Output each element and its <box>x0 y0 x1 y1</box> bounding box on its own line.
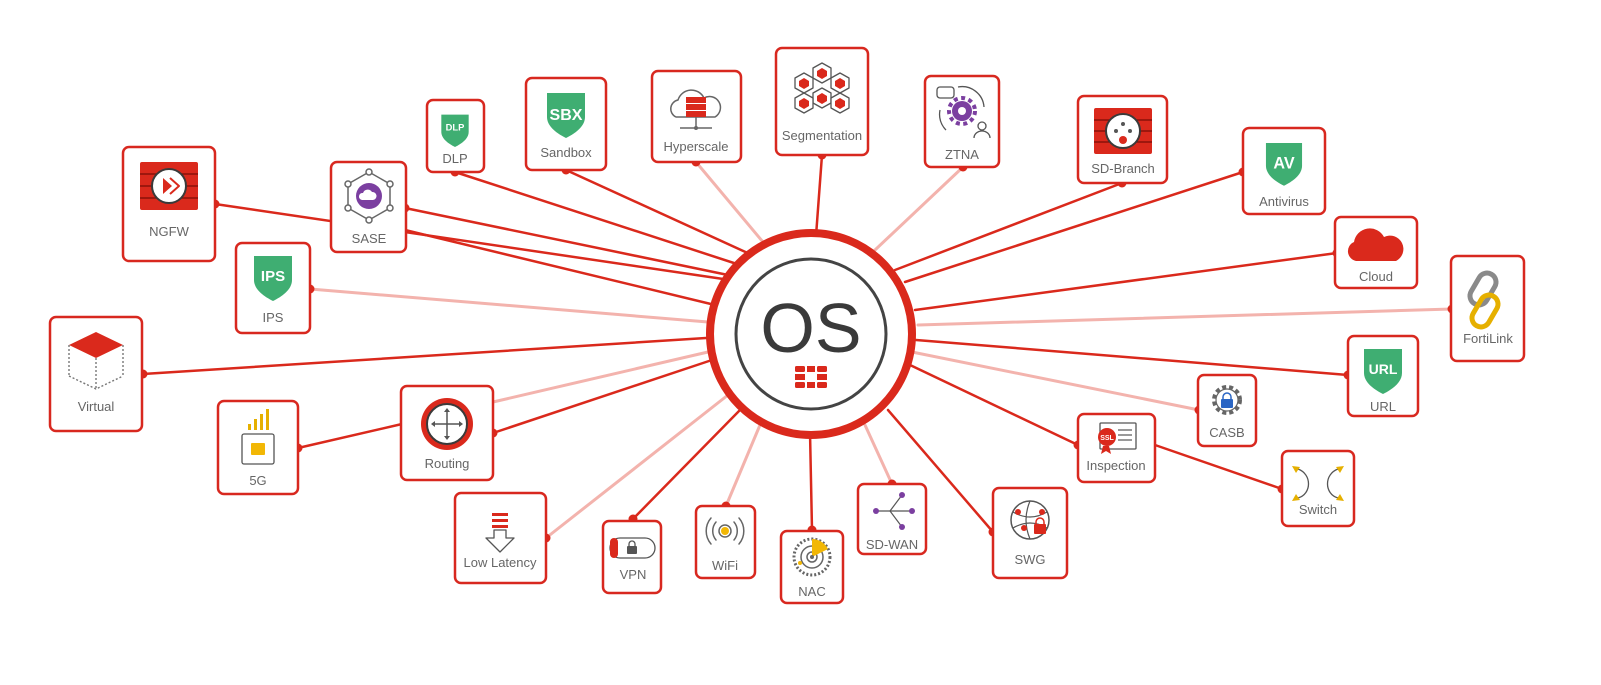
tile-cloud-label: Cloud <box>1359 269 1393 284</box>
url-shield-icon: URL <box>1364 349 1402 394</box>
tile-hyperscale[interactable]: Hyperscale <box>650 69 743 164</box>
tile-ztna-label: ZTNA <box>945 147 979 162</box>
hub-os-text: OS <box>760 289 861 367</box>
tile-routing[interactable]: Routing <box>399 384 495 482</box>
virtual-cube-icon <box>68 332 124 390</box>
ips-badge: IPS <box>261 268 285 285</box>
tile-vpn-label: VPN <box>620 567 647 582</box>
5g-chip-icon <box>241 409 275 465</box>
tile-virtual-label: Virtual <box>78 399 115 414</box>
tile-nac[interactable]: NAC <box>779 529 845 605</box>
tile-inspection[interactable]: SSL Inspection <box>1076 412 1157 484</box>
tile-cloud[interactable]: Cloud <box>1333 215 1419 290</box>
url-badge: URL <box>1369 361 1398 377</box>
nac-radar-icon <box>792 537 832 577</box>
ztna-gear-icon <box>936 85 991 139</box>
tile-ips[interactable]: IPS IPS <box>234 241 312 335</box>
low-latency-arrow-icon <box>485 513 515 553</box>
tile-switch[interactable]: Switch <box>1280 449 1356 528</box>
tile-switch-label: Switch <box>1299 502 1337 517</box>
tile-swg[interactable]: SWG <box>991 486 1069 580</box>
tile-fortilink-label: FortiLink <box>1463 331 1513 346</box>
tile-sase[interactable]: SASE <box>329 160 408 254</box>
tile-wifi[interactable]: WiFi <box>694 504 757 580</box>
sase-cloud-icon <box>344 168 394 224</box>
tile-hyperscale-label: Hyperscale <box>663 139 728 154</box>
tile-swg-label: SWG <box>1014 552 1045 567</box>
vpn-tunnel-icon <box>609 537 656 559</box>
tile-inspection-label: Inspection <box>1086 458 1145 473</box>
tile-url[interactable]: URL URL <box>1346 334 1420 418</box>
tile-sase-label: SASE <box>352 231 387 246</box>
tile-casb[interactable]: CASB <box>1196 373 1258 448</box>
sbx-shield-icon: SBX <box>547 93 585 138</box>
tile-casb-label: CASB <box>1209 425 1244 440</box>
tile-sd-wan-label: SD-WAN <box>866 537 918 552</box>
dlp-badge: DLP <box>446 122 465 132</box>
tile-nac-label: NAC <box>798 584 825 599</box>
dlp-shield-icon: DLP <box>441 114 469 147</box>
tile-dlp-label: DLP <box>442 151 467 166</box>
tile-virtual[interactable]: Virtual <box>48 315 144 433</box>
os-hub[interactable]: OS <box>706 229 916 439</box>
swg-globe-lock-icon <box>1010 500 1050 540</box>
av-shield-icon: AV <box>1265 143 1303 186</box>
tile-5g[interactable]: 5G <box>216 399 300 496</box>
switch-arrows-icon <box>1292 466 1344 501</box>
tile-5g-label: 5G <box>249 473 266 488</box>
tile-ztna[interactable]: ZTNA <box>923 74 1001 169</box>
ips-shield-icon: IPS <box>254 256 292 301</box>
branch-firewall-icon <box>1094 108 1152 154</box>
tile-segmentation[interactable]: Segmentation <box>774 46 870 157</box>
ssl-badge: SSL <box>1100 435 1114 442</box>
casb-lock-icon <box>1212 385 1242 415</box>
chain-link-icon <box>1467 270 1501 330</box>
sbx-badge: SBX <box>550 107 583 124</box>
connector-lines <box>141 153 1454 540</box>
router-icon <box>421 398 473 450</box>
tile-ngfw[interactable]: NGFW <box>121 145 217 263</box>
hexagon-segmentation-icon <box>794 62 850 114</box>
tile-segmentation-label: Segmentation <box>782 128 862 143</box>
tile-low-latency-label: Low Latency <box>464 555 537 570</box>
tile-sd-branch[interactable]: SD-Branch <box>1076 94 1169 185</box>
tile-url-label: URL <box>1370 399 1396 414</box>
tile-sd-branch-label: SD-Branch <box>1091 161 1155 176</box>
tile-antivirus[interactable]: AV Antivirus <box>1241 126 1327 216</box>
tile-wifi-label: WiFi <box>712 558 738 573</box>
wifi-signal-icon <box>705 517 745 545</box>
tile-sd-wan[interactable]: SD-WAN <box>856 482 928 556</box>
tile-sandbox-label: Sandbox <box>540 145 592 160</box>
cloud-icon <box>1347 228 1404 261</box>
tile-ips-label: IPS <box>263 310 284 325</box>
tile-antivirus-label: Antivirus <box>1259 194 1309 209</box>
tile-routing-label: Routing <box>425 456 470 471</box>
tile-vpn[interactable]: VPN <box>601 519 663 595</box>
firewall-play-icon <box>140 162 198 210</box>
fortinet-logo-icon <box>795 366 827 388</box>
av-badge: AV <box>1273 155 1294 173</box>
tile-fortilink[interactable]: FortiLink <box>1449 254 1526 363</box>
hyperscale-server-icon <box>670 89 722 130</box>
tile-sandbox[interactable]: SBX Sandbox <box>524 76 608 172</box>
ssl-certificate-icon: SSL <box>1098 422 1137 454</box>
sdwan-branch-icon <box>873 492 915 530</box>
tile-ngfw-label: NGFW <box>149 224 189 239</box>
tile-dlp[interactable]: DLP DLP <box>425 98 486 174</box>
tile-low-latency[interactable]: Low Latency <box>453 491 548 585</box>
